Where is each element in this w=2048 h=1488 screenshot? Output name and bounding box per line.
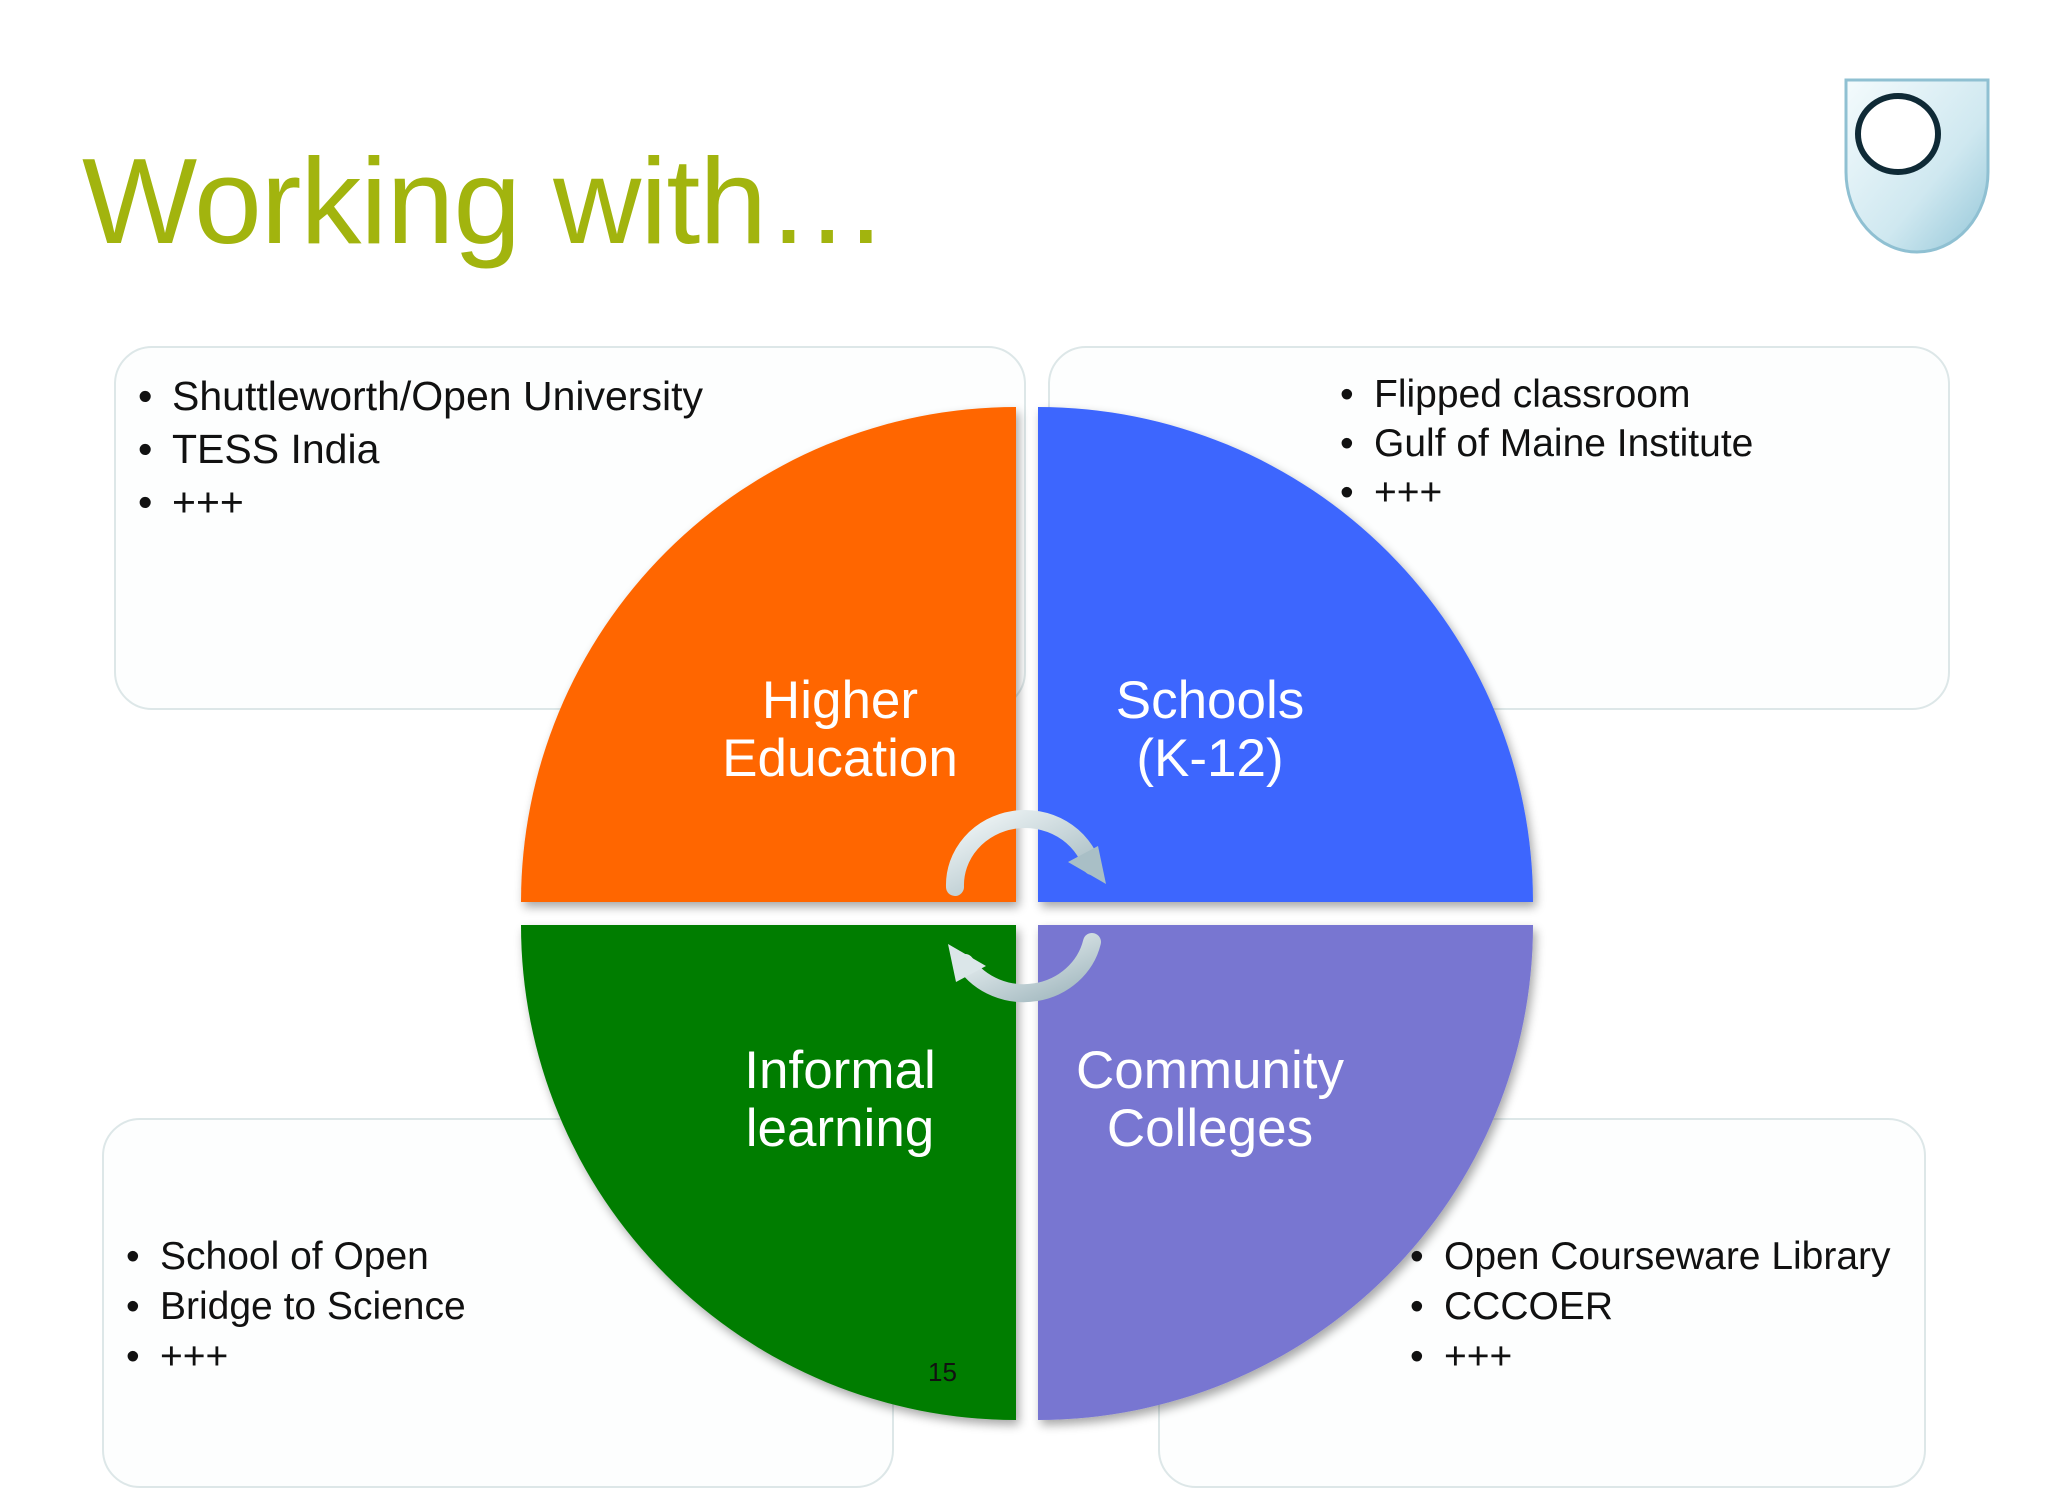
- higher-education-label-line2: Education: [722, 729, 958, 788]
- cycle-arrow-top-icon: [945, 810, 1106, 896]
- cycle-arrow-bottom-icon: [948, 933, 1101, 1003]
- list-item: Open Courseware Library: [1410, 1232, 1891, 1282]
- list-item: +++: [126, 1332, 466, 1382]
- community-colleges-examples-list: Open Courseware Library CCCOER +++: [1410, 1232, 1891, 1382]
- higher-education-label-line1: Higher: [761, 671, 919, 730]
- list-item: Gulf of Maine Institute: [1340, 419, 1753, 468]
- list-item: CCCOER: [1410, 1282, 1891, 1332]
- list-item: +++: [1410, 1332, 1891, 1382]
- list-item: Flipped classroom: [1340, 370, 1753, 419]
- informal-learning-quadrant: [521, 925, 1016, 1420]
- higher-education-examples-list: Shuttleworth/Open University TESS India …: [138, 370, 703, 529]
- community-colleges-quadrant: [1038, 925, 1533, 1420]
- informal-learning-examples-list: School of Open Bridge to Science +++: [126, 1232, 466, 1382]
- list-item: Shuttleworth/Open University: [138, 370, 703, 423]
- schools-label-line2: (K-12): [1136, 729, 1284, 788]
- schools-examples-list: Flipped classroom Gulf of Maine Institut…: [1340, 370, 1753, 517]
- informal-learning-label-line1: Informal: [744, 1041, 936, 1100]
- slide-title: Working with…: [82, 133, 888, 269]
- list-item: School of Open: [126, 1232, 466, 1282]
- list-item: +++: [1340, 468, 1753, 517]
- list-item: +++: [138, 476, 703, 529]
- slide-number: 15: [928, 1357, 957, 1387]
- community-colleges-label-line1: Community: [1075, 1041, 1344, 1100]
- schools-label: Schools (K-12): [1040, 672, 1380, 788]
- open-university-logo-icon: [1844, 78, 1990, 254]
- higher-education-label: Higher Education: [670, 672, 1010, 788]
- schools-label-line1: Schools: [1115, 671, 1305, 730]
- list-item: TESS India: [138, 423, 703, 476]
- schools-quadrant: [1038, 407, 1533, 902]
- community-colleges-label: Community Colleges: [1040, 1042, 1380, 1158]
- higher-education-quadrant: [521, 407, 1016, 902]
- informal-learning-label: Informal learning: [670, 1042, 1010, 1158]
- community-colleges-label-line2: Colleges: [1106, 1099, 1314, 1158]
- list-item: Bridge to Science: [126, 1282, 466, 1332]
- informal-learning-label-line2: learning: [745, 1099, 935, 1158]
